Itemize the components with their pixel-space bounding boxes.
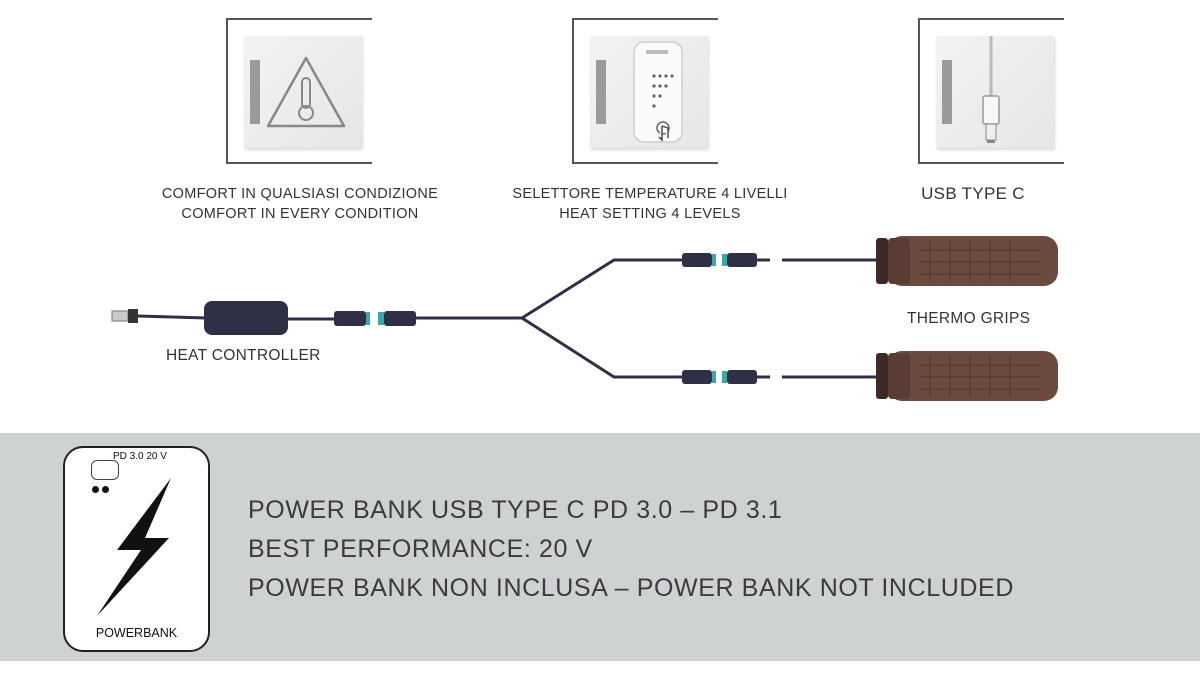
tile-side-bar xyxy=(596,60,606,124)
info-line-powerbank-type: POWER BANK USB TYPE C PD 3.0 – PD 3.1 xyxy=(248,496,783,524)
feature-tile-background xyxy=(590,36,708,148)
lightning-bolt-icon xyxy=(97,478,171,616)
feature-tile-background xyxy=(244,36,362,148)
powerbank-label: POWERBANK xyxy=(95,626,178,640)
splitter-cable xyxy=(378,253,716,384)
tile-side-bar xyxy=(942,60,952,124)
powerbank-spec: PD 3.0 20 V xyxy=(113,451,167,462)
usb-port-icon xyxy=(91,460,119,480)
usb-c-cable-icon xyxy=(982,36,1000,143)
warning-thermometer-icon xyxy=(266,56,346,128)
indicator-dot-icon xyxy=(92,486,99,493)
heat-controller-assembly xyxy=(111,301,370,335)
feature-caption-comfort: COMFORT IN QUALSIASI CONDIZIONE COMFORT … xyxy=(140,184,460,224)
heat-controller-box xyxy=(204,301,288,335)
caption-italian: SELETTORE TEMPERATURE 4 LIVELLI xyxy=(512,186,788,202)
grip-connectors xyxy=(722,253,876,384)
feature-caption-heat-setting: SELETTORE TEMPERATURE 4 LIVELLI HEAT SET… xyxy=(490,184,810,224)
heat-controller-label: HEAT CONTROLLER xyxy=(166,347,321,364)
info-line-not-included: POWER BANK NON INCLUSA – POWER BANK NOT … xyxy=(248,574,1014,602)
controller-connector xyxy=(334,311,366,326)
feature-tile-comfort xyxy=(226,18,372,164)
caption-english: HEAT SETTING 4 LEVELS xyxy=(559,206,741,222)
thermo-grips-label: THERMO GRIPS xyxy=(907,310,1031,327)
indicator-dot-icon xyxy=(102,486,109,493)
feature-tile-background xyxy=(936,36,1054,148)
tile-side-bar xyxy=(250,60,260,124)
feature-tile-usb-c xyxy=(918,18,1064,164)
caption-english: COMFORT IN EVERY CONDITION xyxy=(181,206,419,222)
powerbank-card: PD 3.0 20 V POWERBANK xyxy=(63,446,210,652)
wiring-diagram xyxy=(111,236,1058,401)
feature-tile-heat-setting xyxy=(572,18,718,164)
info-line-best-performance: BEST PERFORMANCE: 20 V xyxy=(248,535,593,563)
caption-italian: COMFORT IN QUALSIASI CONDIZIONE xyxy=(161,186,439,202)
thermo-grip-top xyxy=(876,236,1058,286)
usb-c-plug xyxy=(111,310,129,322)
temperature-selector-icon xyxy=(633,41,683,143)
thermo-grip-bottom xyxy=(876,351,1058,401)
feature-caption-usb-c: USB TYPE C xyxy=(921,184,1025,203)
